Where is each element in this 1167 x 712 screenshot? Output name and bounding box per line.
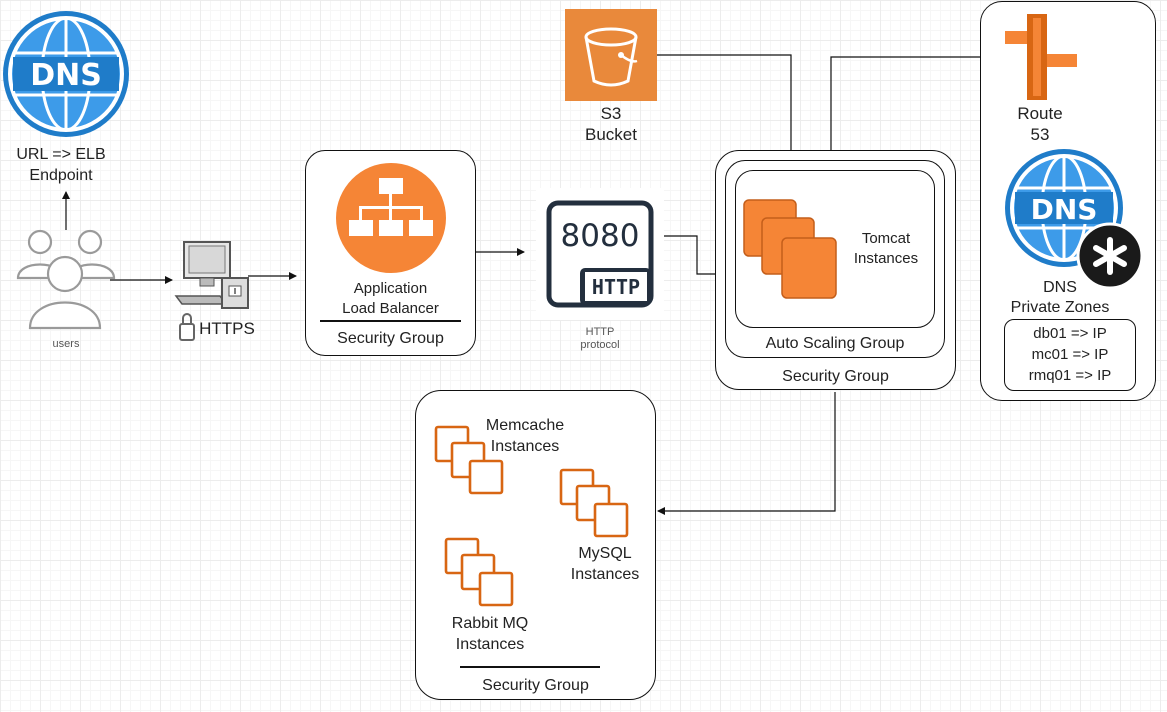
users-icon xyxy=(16,229,116,330)
private-dns-badge-text: DNS xyxy=(1031,193,1098,226)
dns-label-line1: URL => ELB xyxy=(16,146,106,163)
route53-label-line2: 53 xyxy=(1030,125,1050,144)
http-badge-text: HTTP xyxy=(592,275,640,299)
dns-record-db01: db01 => IP xyxy=(1033,325,1107,342)
dns-record-rmq01: rmq01 => IP xyxy=(1028,367,1112,384)
users-label: users xyxy=(52,338,80,350)
alb-group-divider xyxy=(320,320,461,322)
dns-label-line2: Endpoint xyxy=(29,167,93,184)
memcache-label-line2: Instances xyxy=(490,438,560,455)
memcache-label-line1: Memcache xyxy=(485,417,565,434)
https-label: HTTPS xyxy=(199,319,255,338)
computer-icon xyxy=(174,241,249,341)
rabbitmq-label-line1: Rabbit MQ xyxy=(451,615,529,632)
alb-label-line2: Load Balancer xyxy=(342,300,439,317)
route53-icon xyxy=(1005,14,1077,100)
mysql-instances-icon xyxy=(559,468,629,538)
backend-security-group-label: Security Group xyxy=(482,677,589,694)
mysql-label-line2: Instances xyxy=(570,566,640,583)
mysql-label-line1: MySQL xyxy=(578,545,632,562)
tomcat-label-line2: Instances xyxy=(853,250,919,267)
app-security-group-label: Security Group xyxy=(782,368,889,385)
private-zones-line1: DNS xyxy=(1043,279,1077,296)
memcache-instances-icon xyxy=(434,425,504,495)
rabbitmq-label-line2: Instances xyxy=(455,636,525,653)
rabbitmq-instances-icon xyxy=(444,537,514,607)
s3-label-line1: S3 xyxy=(600,104,622,123)
auto-scaling-group-label: Auto Scaling Group xyxy=(765,335,905,352)
private-dns-icon: DNS xyxy=(1005,149,1144,290)
private-zones-line2: Private Zones xyxy=(1010,299,1110,316)
http-port-text: 8080 xyxy=(561,218,640,254)
arrow-app-to-backend xyxy=(657,392,836,515)
dns-globe-icon: DNS xyxy=(3,11,129,137)
http-protocol-icon: 8080 HTTP xyxy=(536,188,664,320)
http-label-line2: protocol xyxy=(580,339,620,351)
alb-security-group-label: Security Group xyxy=(337,330,444,347)
s3-bucket-icon xyxy=(565,9,657,101)
dns-record-mc01: mc01 => IP xyxy=(1031,346,1109,363)
http-label-line1: HTTP xyxy=(585,326,615,338)
route53-label-line1: Route xyxy=(1017,104,1063,123)
s3-label-line2: Bucket xyxy=(585,125,637,144)
dns-badge-text: DNS xyxy=(30,58,102,93)
dns-records-box xyxy=(1004,319,1136,391)
tomcat-label-line1: Tomcat xyxy=(861,230,911,247)
backend-group-divider xyxy=(460,666,600,668)
alb-label-line1: Application xyxy=(353,280,428,297)
load-balancer-icon xyxy=(336,163,446,273)
tomcat-instances-icon xyxy=(743,199,837,299)
